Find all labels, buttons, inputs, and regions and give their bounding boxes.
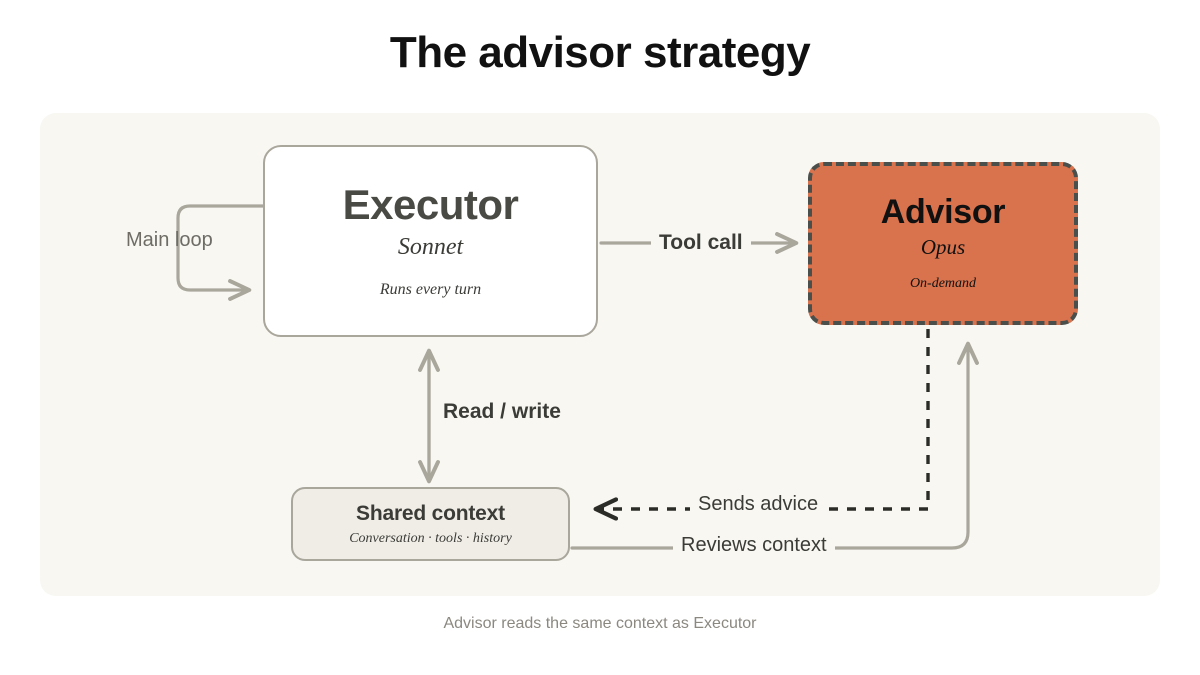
node-executor-subtitle: Sonnet bbox=[397, 233, 464, 260]
node-advisor[interactable]: Advisor Opus On-demand bbox=[808, 162, 1078, 325]
node-advisor-subtitle: Opus bbox=[920, 234, 966, 259]
node-shared-context-title: Shared context bbox=[356, 501, 505, 525]
node-advisor-note: On-demand bbox=[909, 275, 977, 291]
node-executor-title: Executor bbox=[342, 181, 519, 229]
node-shared-context[interactable]: Shared context Conversation · tools · hi… bbox=[291, 487, 570, 561]
node-advisor-title: Advisor bbox=[880, 193, 1006, 232]
node-executor-note: Runs every turn bbox=[379, 280, 482, 298]
node-shared-context-subtitle: Conversation · tools · history bbox=[349, 530, 512, 546]
edge-label-tool-call: Tool call bbox=[651, 231, 751, 255]
page-title: The advisor strategy bbox=[389, 28, 811, 77]
edge-label-read-write: Read / write bbox=[443, 400, 561, 423]
edge-label-reviews-context: Reviews context bbox=[673, 534, 835, 557]
diagram-caption: Advisor reads the same context as Execut… bbox=[443, 615, 757, 632]
edge-label-sends-advice: Sends advice bbox=[690, 493, 827, 516]
node-executor[interactable]: Executor Sonnet Runs every turn bbox=[263, 145, 598, 337]
edge-label-main-loop: Main loop bbox=[126, 229, 213, 251]
